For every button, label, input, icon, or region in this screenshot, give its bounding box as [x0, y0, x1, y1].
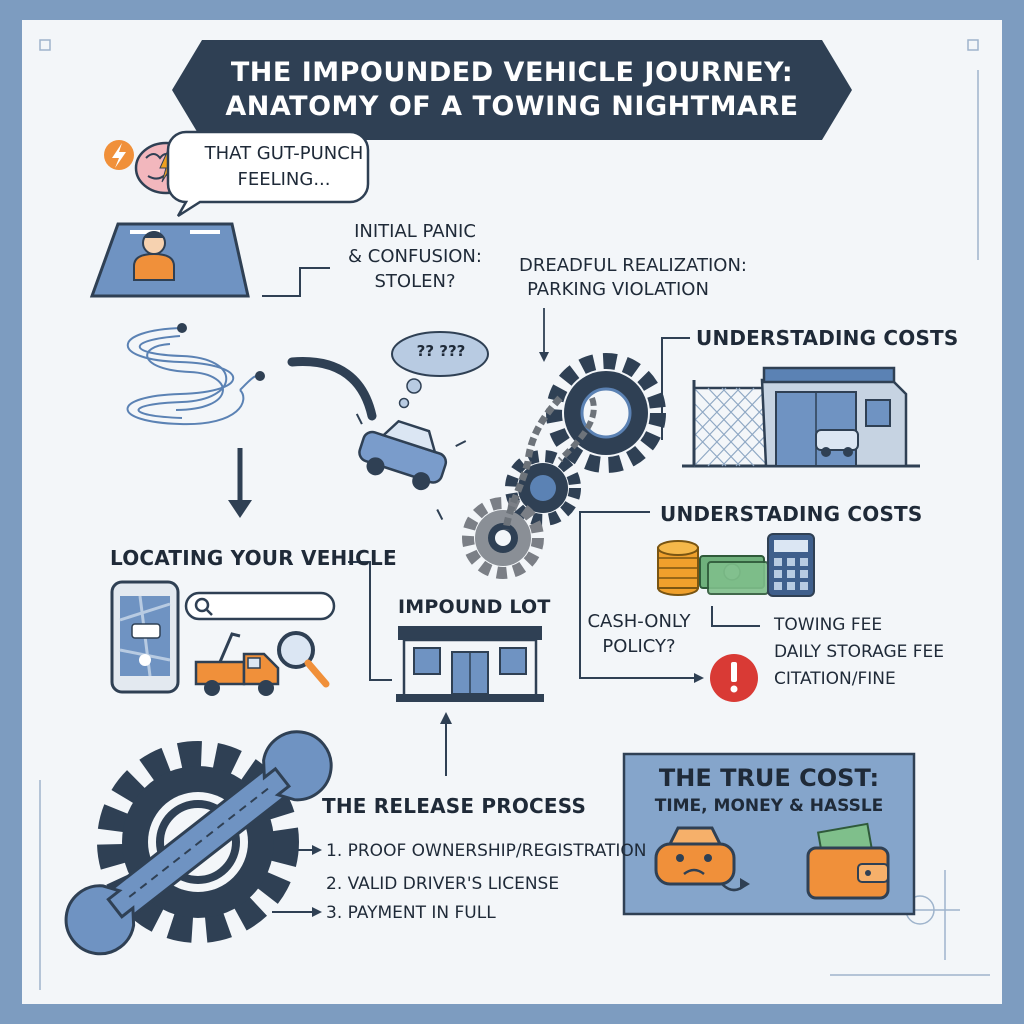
fee-item: DAILY STORAGE FEE — [774, 642, 945, 662]
release-step: 1. PROOF OWNERSHIP/REGISTRATION — [326, 841, 647, 861]
fee-item: TOWING FEE — [774, 615, 883, 635]
panic-line-3: STOLEN? — [374, 271, 456, 292]
skid-path — [287, 357, 377, 421]
release-step: 2. VALID DRIVER'S LICENSE — [326, 874, 560, 894]
realization-arrow — [539, 308, 549, 362]
realization-line-2: PARKING VIOLATION — [527, 279, 709, 300]
costs-connector-1 — [661, 337, 690, 440]
up-arrow — [440, 712, 452, 776]
building-icon — [396, 626, 544, 702]
feeling-line-1: THAT GUT-PUNCH — [204, 143, 364, 164]
thought-bubble-text: ?? ??? — [416, 342, 466, 360]
title-banner — [172, 40, 852, 140]
person-icon — [133, 231, 175, 281]
alert-icon — [710, 654, 758, 702]
gear-chain-icon — [462, 353, 666, 579]
magnifier-icon — [277, 631, 330, 688]
lightning-icon — [104, 140, 134, 170]
costs-heading-1: UNDERSTADING COSTS — [696, 326, 959, 350]
fees-connector — [711, 606, 760, 627]
impound-lot-label: IMPOUND LOT — [398, 596, 551, 618]
cash-policy-line-1: CASH-ONLY — [587, 611, 691, 632]
feeling-line-2: FEELING... — [237, 169, 331, 190]
sad-car-icon — [654, 826, 750, 892]
panic-line-2: & CONFUSION: — [348, 246, 482, 267]
locating-heading: LOCATING YOUR VEHICLE — [110, 546, 397, 570]
down-arrow — [228, 448, 252, 518]
cash-policy-line-2: POLICY? — [602, 636, 676, 657]
true-cost-title: THE TRUE COST: — [658, 764, 880, 792]
wrench-gear-icon — [64, 730, 333, 956]
title-line-1: THE IMPOUNDED VEHICLE JOURNEY: — [230, 57, 794, 88]
release-heading: THE RELEASE PROCESS — [322, 794, 587, 818]
costs-heading-2: UNDERSTADING COSTS — [660, 502, 923, 526]
locating-connector — [348, 561, 392, 681]
car-icon — [355, 413, 467, 521]
title-line-2: ANATOMY OF A TOWING NIGHTMARE — [225, 91, 799, 122]
release-step: 3. PAYMENT IN FULL — [326, 903, 496, 923]
costs-connector-2 — [579, 511, 700, 679]
money-icon — [657, 540, 769, 596]
wallet-icon — [806, 822, 890, 900]
search-icon — [184, 591, 336, 621]
tow-truck-icon — [194, 632, 280, 696]
calculator-icon — [767, 533, 815, 597]
impound-yard-icon — [682, 366, 920, 468]
panic-line-1: INITIAL PANIC — [354, 221, 476, 242]
true-cost-subtitle: TIME, MONEY & HASSLE — [654, 796, 884, 816]
spiral-path-icon — [126, 323, 265, 426]
thought-bubble — [391, 331, 489, 409]
fee-item: CITATION/FINE — [774, 669, 896, 689]
speech-bubble — [166, 130, 370, 218]
phone-map-icon — [110, 580, 180, 694]
realization-line-1: DREADFUL REALIZATION: — [519, 255, 747, 276]
